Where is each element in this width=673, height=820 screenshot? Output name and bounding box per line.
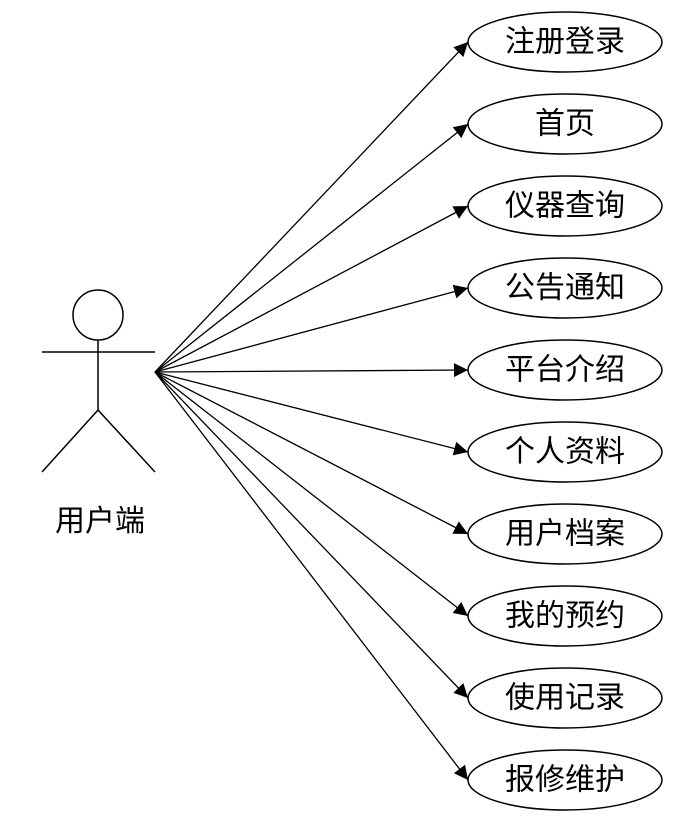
use-case: 使用记录 [467, 667, 663, 729]
use-case-ellipse [467, 175, 663, 237]
use-case-label: 注册登录 [505, 25, 625, 60]
use-case: 用户档案 [467, 503, 663, 565]
actor-head [72, 289, 124, 341]
use-case: 报修维护 [467, 749, 663, 811]
use-case-label: 用户档案 [505, 517, 625, 552]
actor-label: 用户端 [55, 504, 145, 539]
use-case-ellipse [467, 667, 663, 729]
use-case: 仪器查询 [467, 175, 663, 237]
use-case-ellipse [467, 257, 663, 319]
use-case-label: 使用记录 [505, 681, 625, 716]
use-case-label: 我的预约 [505, 599, 625, 634]
association-arrow [154, 123, 469, 373]
association-arrow [154, 371, 469, 617]
association-arrow [154, 371, 469, 535]
association-arrow [154, 371, 469, 699]
association-arrow [154, 41, 469, 373]
association-arrow [154, 371, 469, 456]
association-lines [154, 41, 469, 781]
use-case-label: 平台介绍 [505, 353, 625, 388]
use-case-label: 仪器查询 [505, 189, 625, 224]
use-case: 注册登录 [467, 11, 663, 73]
use-case-ellipse [467, 339, 663, 401]
actor-left-leg [41, 409, 99, 473]
use-case-label: 个人资料 [505, 435, 625, 470]
use-case-ellipse [467, 11, 663, 73]
use-case: 我的预约 [467, 585, 663, 647]
use-case: 个人资料 [467, 421, 663, 483]
association-arrow [154, 363, 469, 378]
association-arrow [154, 371, 469, 781]
association-arrow [154, 284, 469, 373]
use-case: 平台介绍 [467, 339, 663, 401]
use-case-ellipse [467, 585, 663, 647]
actor-right-leg [97, 409, 156, 473]
use-case-label: 报修维护 [505, 763, 625, 798]
use-case-ellipse [467, 503, 663, 565]
use-case-label: 首页 [535, 107, 595, 142]
actor-figure [41, 289, 156, 473]
association-arrow [154, 205, 469, 373]
use-case: 公告通知 [467, 257, 663, 319]
use-case-ellipse [467, 749, 663, 811]
use-case-label: 公告通知 [505, 271, 625, 306]
use-case: 首页 [467, 93, 663, 155]
use-case-ellipse [467, 93, 663, 155]
use-case-ellipse [467, 421, 663, 483]
